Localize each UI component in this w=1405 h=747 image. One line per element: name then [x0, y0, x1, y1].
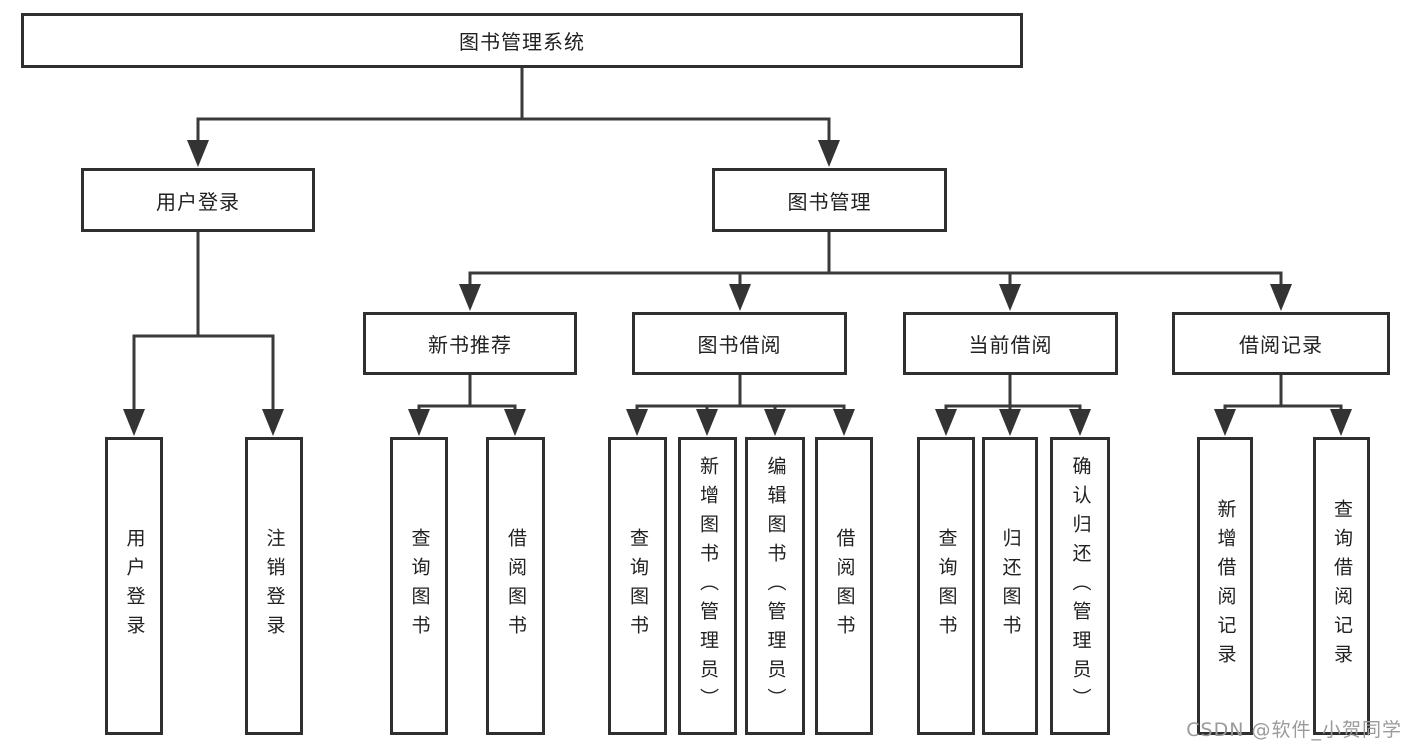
leaf-borrow-book: 借阅图书 — [815, 437, 873, 735]
leaf-user-login-label: 用户登录 — [123, 528, 146, 644]
leaf-confirm-return-admin: 确认归还（管理员） — [1050, 437, 1110, 735]
arrow-icon — [187, 140, 209, 167]
edge-level3-rail — [468, 271, 1283, 286]
node-borrow-record: 借阅记录 — [1172, 312, 1390, 375]
leaf-logout: 注销登录 — [245, 437, 303, 735]
edge-userlogin-rail — [132, 334, 275, 412]
arrow-icon — [999, 409, 1021, 436]
node-book-management: 图书管理 — [712, 168, 947, 232]
node-new-book-recommend-label: 新书推荐 — [428, 333, 512, 357]
node-new-book-recommend: 新书推荐 — [363, 312, 577, 375]
leaf-borrow-query-book-label: 查询图书 — [627, 528, 649, 644]
leaf-query-borrow-record: 查询借阅记录 — [1313, 437, 1370, 735]
edge-bookborrow-rail — [635, 404, 846, 412]
leaf-recommend-query-book: 查询图书 — [390, 437, 448, 735]
leaf-recommend-query-book-label: 查询图书 — [408, 528, 431, 644]
arrow-icon — [764, 409, 786, 436]
arrow-icon — [999, 284, 1021, 311]
leaf-edit-book-admin-label: 编辑图书（管理员） — [764, 455, 787, 717]
leaf-recommend-borrow-book-label: 借阅图书 — [505, 528, 527, 644]
arrow-icon — [1069, 409, 1091, 436]
arrow-icon — [262, 409, 284, 436]
edge-newbook-rail — [417, 404, 517, 412]
leaf-add-borrow-record-label: 新增借阅记录 — [1214, 499, 1237, 673]
leaf-add-book-admin-label: 新增图书（管理员） — [697, 455, 719, 717]
leaf-borrow-book-label: 借阅图书 — [833, 528, 856, 644]
leaf-borrow-query-book: 查询图书 — [608, 437, 667, 735]
arrow-icon — [459, 284, 481, 311]
leaf-recommend-borrow-book: 借阅图书 — [486, 437, 545, 735]
node-borrow-record-label: 借阅记录 — [1239, 333, 1323, 357]
node-root-label: 图书管理系统 — [459, 30, 585, 54]
leaf-current-query-book: 查询图书 — [917, 437, 975, 735]
node-current-borrow: 当前借阅 — [903, 312, 1118, 375]
arrow-icon — [1330, 409, 1352, 436]
arrow-icon — [696, 409, 718, 436]
node-user-login-label: 用户登录 — [156, 189, 240, 214]
arrow-icon — [1214, 409, 1236, 436]
arrow-icon — [833, 409, 855, 436]
arrow-icon — [123, 409, 145, 436]
node-book-borrow-label: 图书借阅 — [697, 333, 782, 357]
leaf-user-login: 用户登录 — [105, 437, 163, 735]
node-root: 图书管理系统 — [21, 13, 1023, 68]
leaf-add-borrow-record: 新增借阅记录 — [1197, 437, 1253, 735]
arrow-icon — [408, 409, 430, 436]
node-book-management-label: 图书管理 — [787, 189, 872, 214]
arrow-icon — [626, 409, 648, 436]
leaf-edit-book-admin: 编辑图书（管理员） — [745, 437, 805, 735]
arrow-icon — [935, 409, 957, 436]
node-current-borrow-label: 当前借阅 — [968, 333, 1053, 357]
leaf-current-query-book-label: 查询图书 — [935, 528, 958, 644]
edge-level2-rail — [196, 117, 831, 146]
leaf-add-book-admin: 新增图书（管理员） — [678, 437, 737, 735]
leaf-return-book: 归还图书 — [982, 437, 1038, 735]
arrow-icon — [1270, 284, 1292, 311]
arrow-icon — [729, 284, 751, 311]
node-user-login: 用户登录 — [81, 168, 315, 232]
watermark: CSDN @软件_小贺同学 — [1186, 719, 1402, 741]
edge-borrowrecord-rail — [1223, 404, 1343, 412]
leaf-confirm-return-admin-label: 确认归还（管理员） — [1069, 455, 1092, 717]
arrow-icon — [818, 140, 840, 167]
node-book-borrow: 图书借阅 — [632, 312, 847, 375]
leaf-return-book-label: 归还图书 — [999, 528, 1022, 644]
leaf-query-borrow-record-label: 查询借阅记录 — [1331, 499, 1353, 673]
leaf-logout-label: 注销登录 — [263, 528, 286, 644]
arrow-icon — [504, 409, 526, 436]
